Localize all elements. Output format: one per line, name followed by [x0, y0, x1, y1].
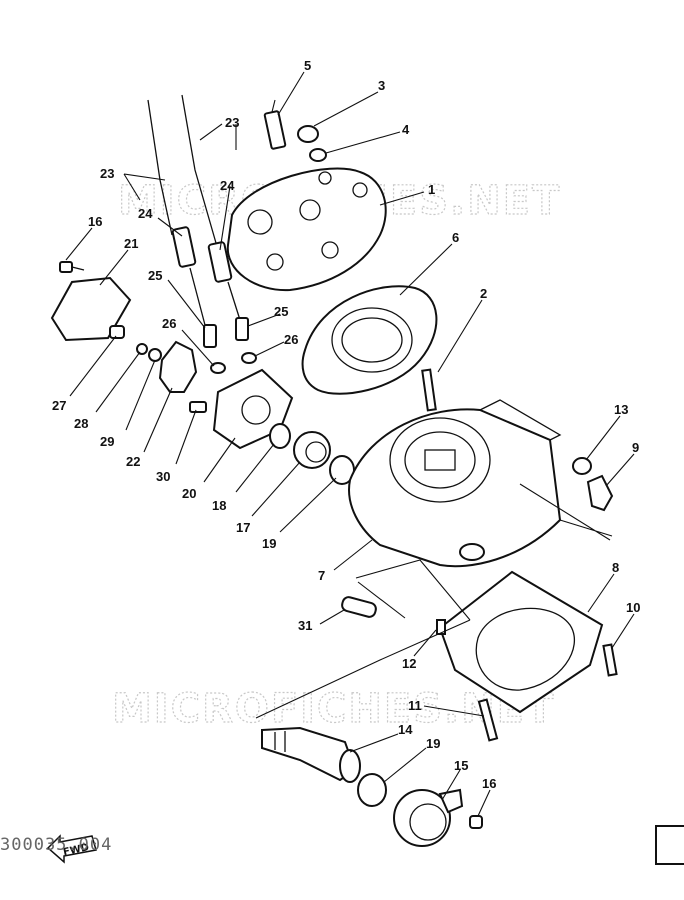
corner-box	[655, 825, 684, 865]
callout-5: 5	[304, 58, 311, 73]
drawing-code: 300035.004	[0, 835, 112, 855]
callout-22: 22	[126, 454, 140, 469]
stud-12	[436, 619, 446, 635]
cover-21	[50, 276, 132, 342]
callout-16-top: 16	[88, 214, 102, 229]
callout-23-right: 23	[225, 115, 239, 130]
spark-plug	[263, 99, 287, 150]
callout-1: 1	[428, 182, 435, 197]
washer-28	[136, 343, 148, 355]
bracket-9	[586, 474, 614, 512]
callout-21: 21	[124, 236, 138, 251]
control-cables	[147, 94, 241, 326]
callout-26-left: 26	[162, 316, 176, 331]
callout-24-right: 24	[220, 178, 235, 193]
callout-8: 8	[612, 560, 619, 575]
callout-17: 17	[236, 520, 250, 535]
callout-9: 9	[632, 440, 639, 455]
callout-18: 18	[212, 498, 226, 513]
callout-20: 20	[182, 486, 196, 501]
lever-22	[158, 340, 198, 393]
cylinder-head	[226, 167, 387, 292]
callout-13: 13	[614, 402, 628, 417]
callout-11: 11	[408, 698, 422, 713]
clip-26-left	[210, 362, 226, 374]
callout-31: 31	[298, 618, 312, 633]
callout-2: 2	[480, 286, 487, 301]
fwd-label: FWD	[62, 842, 90, 858]
fwd-arrow-icon: FWD	[46, 834, 97, 864]
callout-7: 7	[318, 568, 325, 583]
callout-3: 3	[378, 78, 385, 93]
callout-24-left: 24	[138, 206, 153, 221]
collar-17	[293, 431, 331, 469]
callout-4: 4	[402, 122, 410, 137]
callout-12: 12	[402, 656, 416, 671]
callout-19-top: 19	[262, 536, 276, 551]
callout-16-bottom: 16	[482, 776, 496, 791]
stud-11	[477, 698, 499, 742]
stud-2	[421, 368, 437, 412]
clip-26-right	[241, 352, 257, 364]
washer-4	[309, 148, 327, 162]
callout-10: 10	[626, 600, 640, 615]
screw-27	[109, 325, 125, 339]
head-gasket-6	[301, 285, 438, 395]
fitting-25-left	[203, 324, 217, 348]
valve-14	[261, 726, 361, 783]
bolt-30	[189, 401, 207, 413]
callout-28: 28	[74, 416, 88, 431]
callout-30: 30	[156, 469, 170, 484]
fitting-25-right	[235, 317, 249, 341]
callout-27: 27	[52, 398, 66, 413]
callout-29: 29	[100, 434, 114, 449]
callout-19-bottom: 19	[426, 736, 440, 751]
callout-26-right: 26	[284, 332, 298, 347]
housing-15	[393, 788, 464, 847]
callout-23-left: 23	[100, 166, 114, 181]
ring-18	[269, 423, 291, 449]
callout-labels: 5 3 4 1 23 23 24 24 16 21 6 2 25 25 26 2…	[52, 58, 640, 791]
leader-lines	[65, 71, 635, 817]
o-ring-19-bottom	[357, 773, 387, 807]
base-gasket-8	[438, 570, 604, 714]
cylinder-7	[348, 399, 562, 568]
nut-13	[572, 457, 592, 475]
callout-6: 6	[452, 230, 459, 245]
callout-25-left: 25	[148, 268, 162, 283]
callout-15: 15	[454, 758, 468, 773]
bolt-16-top	[59, 261, 85, 273]
callout-25-right: 25	[274, 304, 288, 319]
key-31	[341, 596, 377, 618]
callout-14: 14	[398, 722, 413, 737]
bolt-16-bottom	[469, 815, 483, 829]
spark-plug-cap	[297, 125, 319, 143]
stud-10	[602, 643, 618, 677]
washer-29	[148, 348, 162, 362]
